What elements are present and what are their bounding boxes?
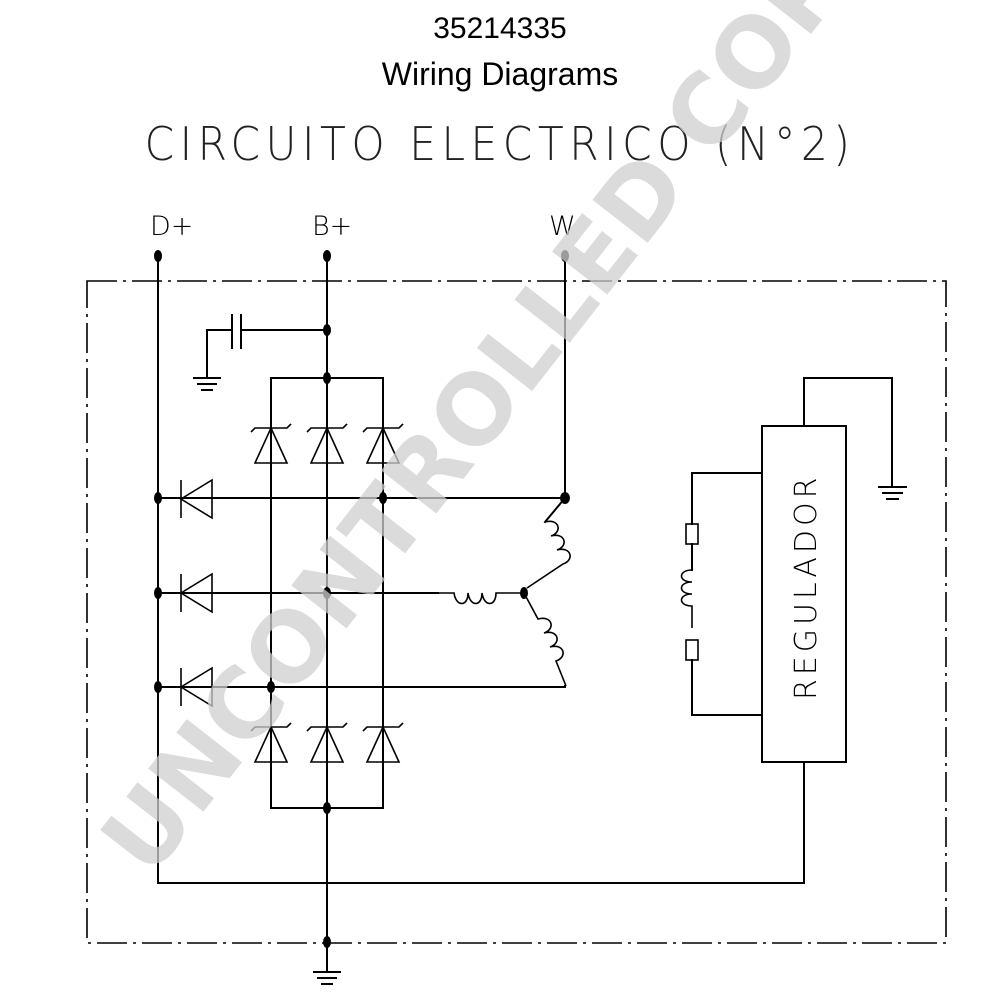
d-plus-wire	[157, 255, 805, 884]
stator-winding-icon	[438, 592, 521, 605]
field-winding-circuit	[680, 472, 763, 716]
terminal-label-w: W	[549, 211, 576, 242]
watermark: UNCONTROLLED COPY	[80, 0, 911, 894]
zener-diode-icon	[362, 722, 404, 763]
zener-diode-icon	[250, 423, 292, 464]
field-coil-icon	[680, 569, 693, 628]
alternator-boundary	[86, 280, 947, 944]
regulator-ground-wire	[803, 377, 893, 486]
junction-dot	[323, 936, 331, 948]
part-number: 35214335	[433, 12, 567, 45]
junction-dot	[267, 681, 275, 693]
suppression-capacitor	[206, 314, 328, 377]
terminal-label-b-plus: B+	[312, 211, 352, 242]
junction-dot	[323, 324, 331, 336]
zener-diode-icon	[306, 722, 348, 763]
stator-winding-icon	[526, 496, 571, 589]
junction-dot	[560, 492, 570, 504]
slip-ring-icon	[685, 639, 699, 661]
junction-dot	[520, 587, 528, 599]
junction-dot	[379, 492, 387, 504]
junction-dot	[154, 681, 162, 693]
exciter-diode-icon	[179, 478, 213, 520]
slip-ring-icon	[685, 523, 699, 545]
capacitor-ground-icon	[193, 377, 221, 391]
zener-diode-icon	[362, 423, 404, 464]
junction-dot	[154, 587, 162, 599]
page-subtitle: Wiring Diagrams	[381, 56, 619, 92]
main-ground-icon	[313, 941, 341, 985]
circuit-title: CIRCUITO ELECTRICO (N°2)	[144, 117, 856, 171]
exciter-diode-icon	[179, 666, 213, 708]
terminal-d-plus-dot	[154, 250, 162, 262]
exciter-diode-icon	[179, 572, 213, 614]
terminal-w-dot	[561, 250, 569, 262]
zener-diode-icon	[250, 722, 292, 763]
zener-diode-icon	[306, 423, 348, 464]
regulator-label: REGULADOR	[789, 474, 824, 701]
junction-dot	[323, 587, 331, 599]
junction-dot	[154, 492, 162, 504]
phase-wires	[157, 255, 566, 688]
junction-dots	[154, 250, 570, 948]
junction-dot	[323, 372, 331, 384]
junction-dot	[323, 802, 331, 814]
regulator-ground-icon	[878, 486, 907, 500]
terminal-b-plus-dot	[323, 250, 331, 262]
stator-winding-icon	[523, 592, 567, 688]
terminal-label-d-plus: D+	[150, 211, 193, 242]
